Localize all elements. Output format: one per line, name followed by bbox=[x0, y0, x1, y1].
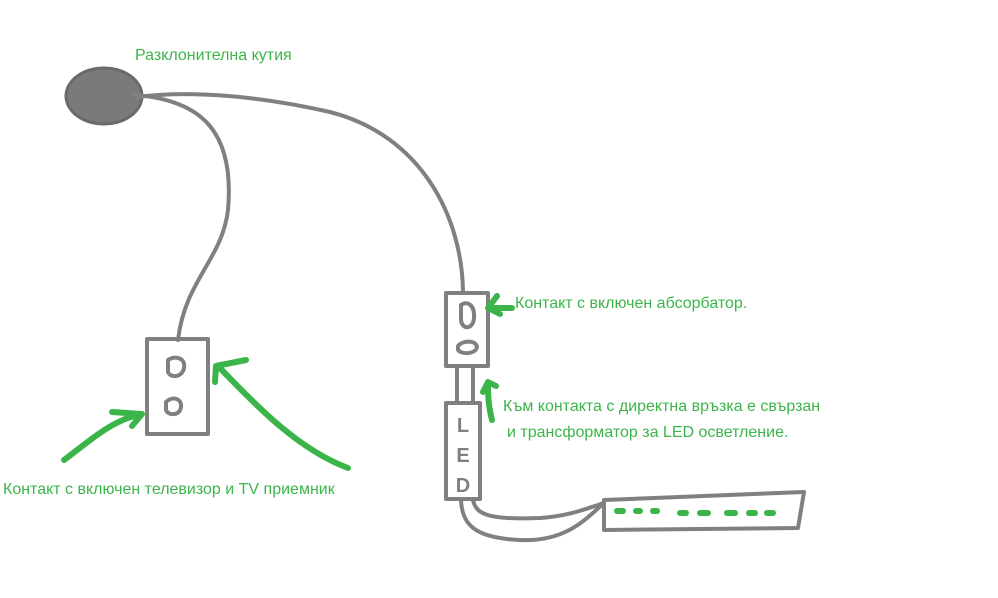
absorber-socket-hole-top bbox=[459, 301, 477, 330]
label-absorber-socket: Контакт с включен абсорбатор. bbox=[515, 295, 747, 312]
junction-box bbox=[64, 66, 144, 126]
cable-to-led-strip-2 bbox=[471, 498, 606, 521]
led-dot bbox=[633, 508, 643, 514]
led-dot bbox=[650, 508, 660, 514]
led-letter-d: D bbox=[456, 475, 470, 497]
wire-to-tv-socket bbox=[133, 93, 231, 342]
arrow-led bbox=[480, 379, 499, 423]
led-transformer: L E D bbox=[444, 401, 482, 501]
tv-socket-hole-bottom bbox=[164, 396, 184, 417]
led-dot bbox=[697, 510, 711, 516]
tv-socket-hole-top bbox=[166, 355, 187, 379]
label-tv-socket: Контакт с включен телевизор и TV приемни… bbox=[3, 481, 336, 498]
led-dot bbox=[614, 508, 626, 514]
label-led-line1: Към контакта с директна връзка е свързан bbox=[503, 398, 820, 415]
led-strip bbox=[602, 490, 806, 532]
led-letter-l: L bbox=[457, 415, 469, 437]
cable-to-led-strip bbox=[459, 498, 606, 543]
arrow-absorber bbox=[485, 293, 515, 317]
led-dot bbox=[746, 510, 758, 516]
led-dot bbox=[724, 510, 738, 516]
absorber-socket bbox=[444, 291, 490, 368]
arrow-tv-right bbox=[212, 357, 351, 471]
led-dot bbox=[764, 510, 776, 516]
led-letter-e: E bbox=[456, 445, 469, 467]
label-junction-box: Разклонителна кутия bbox=[135, 47, 292, 64]
label-led-line2: и трансформатор за LED осветление. bbox=[507, 424, 788, 441]
wire-to-absorber-socket bbox=[136, 92, 465, 294]
led-dot bbox=[677, 510, 689, 516]
tv-socket bbox=[145, 337, 210, 436]
absorber-socket-hole-bottom bbox=[456, 339, 479, 356]
arrow-tv-left bbox=[61, 409, 145, 463]
